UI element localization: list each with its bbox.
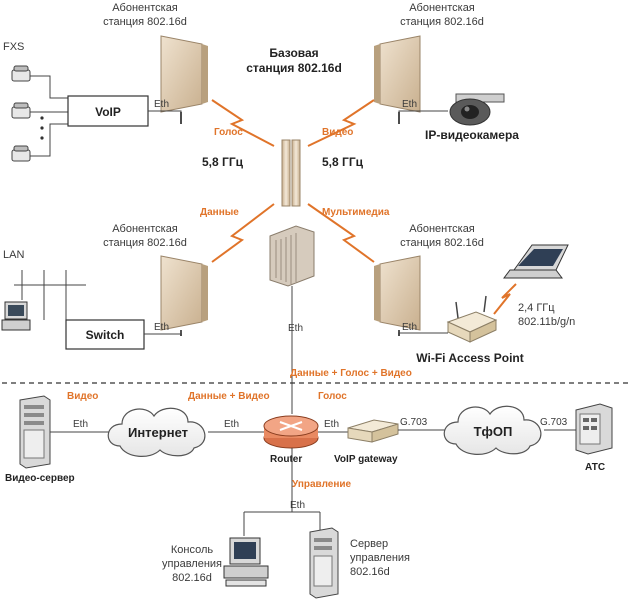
laptop-icon — [503, 244, 569, 279]
console-computer-icon — [223, 537, 269, 587]
voip-gateway-icon — [347, 419, 399, 443]
eth-label-management: Eth — [290, 500, 305, 511]
wifi-eth-line — [398, 332, 448, 336]
subscriber-station-bottom-left: Абонентская станция 802.16d — [103, 223, 208, 336]
ip-camera-icon — [449, 93, 505, 126]
eth-label-wifi: Eth — [402, 322, 417, 333]
server-line1: Сервер — [350, 538, 388, 550]
g703-label-left: G.703 — [400, 417, 428, 428]
wifi-standard: 802.11b/g/n — [518, 316, 575, 328]
voip-box-label: VoIP — [95, 105, 121, 119]
link-voice: Голос — [214, 127, 243, 138]
ss-tr-line2: станция 802.16d — [400, 16, 484, 28]
server-line2: управления — [350, 552, 410, 564]
voice-tag: Голос — [318, 391, 347, 402]
router-label: Router — [270, 454, 302, 465]
wifi-freq: 2,4 ГГц — [518, 302, 555, 314]
ss-br-line2: станция 802.16d — [400, 237, 484, 249]
antenna-icon — [374, 255, 421, 336]
wifi-label: Wi-Fi Access Point — [416, 351, 523, 365]
ss-br-line1: Абонентская — [409, 223, 475, 235]
ss-tr-line1: Абонентская — [409, 2, 475, 14]
eth-label-trunk: Eth — [288, 323, 303, 334]
video-server-label: Видео-сервер — [5, 473, 75, 484]
antenna-icon — [160, 255, 208, 336]
phone-icon — [11, 102, 31, 119]
subscriber-station-top-right: Абонентская станция 802.16d — [374, 2, 484, 124]
phone-icon — [11, 65, 31, 82]
switch-box — [65, 319, 145, 350]
base-station-antenna-icon — [281, 139, 301, 207]
ss-tl-line1: Абонентская — [112, 2, 178, 14]
eth-label-router: Eth — [324, 419, 339, 430]
ip-camera-label: IP-видеокамера — [425, 128, 519, 142]
freq-right: 5,8 ГГц — [322, 155, 364, 169]
lan-label: LAN — [3, 249, 24, 261]
switch-eth-line — [144, 333, 182, 336]
server-line3: 802.16d — [350, 566, 390, 578]
link-data: Данные — [200, 207, 239, 218]
g703-label-right: G.703 — [540, 417, 568, 428]
phones — [11, 65, 44, 162]
ats-label: АТС — [585, 462, 605, 473]
fxs-label: FXS — [3, 41, 24, 53]
ats-exchange-icon — [575, 403, 613, 455]
voip-gateway-label: VoIP gateway — [334, 454, 398, 465]
bs-line2: станция 802.16d — [246, 61, 342, 75]
console-line1: Консоль — [171, 544, 214, 556]
subscriber-station-top-left: Абонентская станция 802.16d — [103, 2, 208, 124]
pstn-label: ТфОП — [474, 424, 513, 439]
ss-bl-line1: Абонентская — [112, 223, 178, 235]
voip-eth-line — [148, 110, 182, 124]
management-label: Управление — [292, 479, 352, 490]
trunk-label: Данные + Голос + Видео — [290, 368, 412, 379]
eth-label-voip: Eth — [154, 99, 169, 110]
phone-lines — [30, 75, 68, 157]
computer-icon — [1, 301, 31, 331]
radio-links — [211, 99, 375, 263]
bs-line1: Базовая — [269, 46, 318, 60]
router-icon — [263, 415, 319, 449]
eth-label-camera: Eth — [402, 99, 417, 110]
switch-box-label: Switch — [86, 328, 125, 342]
video-tag: Видео — [67, 391, 98, 402]
voip-box — [67, 95, 149, 127]
internet-cloud-icon — [107, 407, 206, 457]
base-station-rack-icon — [269, 225, 315, 287]
console-line2: управления — [162, 558, 222, 570]
eth-label-server: Eth — [73, 419, 88, 430]
lan-bus — [14, 270, 86, 320]
ss-bl-line2: станция 802.16d — [103, 237, 187, 249]
eth-label-internet: Eth — [224, 419, 239, 430]
ss-tl-line2: станция 802.16d — [103, 16, 187, 28]
internet-label: Интернет — [128, 425, 188, 440]
subscriber-station-bottom-right: Абонентская станция 802.16d — [374, 223, 484, 336]
wifi-access-point-icon — [446, 295, 498, 343]
camera-eth-line — [398, 110, 448, 124]
wifi-link — [493, 283, 517, 315]
video-server-icon — [19, 395, 51, 469]
data-video-tag: Данные + Видео — [188, 391, 270, 402]
antenna-icon — [160, 35, 208, 124]
phone-icon — [11, 145, 31, 162]
link-multimedia: Мультимедиа — [322, 207, 390, 218]
freq-left: 5,8 ГГц — [202, 155, 244, 169]
console-line3: 802.16d — [172, 572, 212, 584]
eth-label-switch: Eth — [154, 322, 169, 333]
link-video: Видео — [322, 127, 353, 138]
pstn-cloud-icon — [443, 405, 542, 455]
management-server-icon — [309, 527, 339, 599]
